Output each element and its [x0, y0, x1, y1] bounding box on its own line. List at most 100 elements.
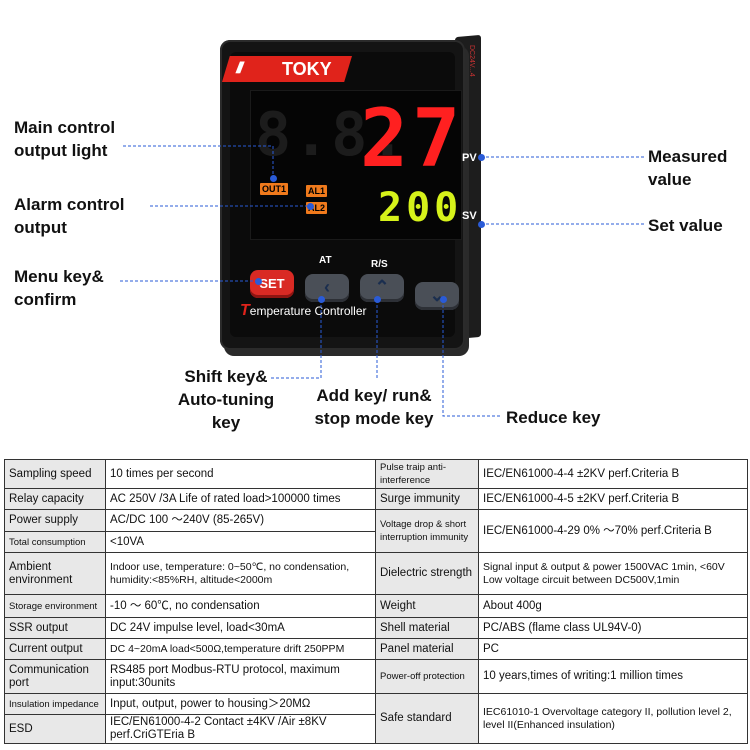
spec-value: 10 years,times of writing:1 million time…	[478, 659, 748, 694]
callout-set-value: Set value	[648, 216, 723, 235]
callout-alarm-line1: Alarm control	[14, 195, 125, 214]
spec-key: Pulse traip anti-interference	[375, 459, 479, 489]
table-row: Current output DC 4~20mA load<500Ω,tempe…	[4, 638, 748, 660]
spec-key: Relay capacity	[4, 488, 106, 510]
leader-lines	[120, 145, 645, 417]
leader-dot-shift	[318, 296, 325, 303]
spec-value: 10 times per second	[105, 459, 376, 489]
side-label: DC24V...4	[468, 45, 475, 77]
spec-key: Power supply	[4, 509, 106, 532]
callout-main-output-line1: Main control	[14, 118, 116, 137]
spec-key: Voltage drop & short interruption immuni…	[375, 509, 479, 553]
callout-main-output: Main control output light	[14, 116, 115, 162]
brand-name: TOKY	[282, 59, 332, 79]
callout-add-line1: Add key/ run&	[316, 386, 432, 405]
spec-value: DC 4~20mA load<500Ω,temperature drift 25…	[105, 638, 376, 660]
callout-measured-line1: Measured	[648, 147, 728, 166]
spec-value: IEC/EN61000-4-5 ±2KV perf.Criteria B	[478, 488, 748, 510]
spec-value: About 400g	[478, 594, 748, 618]
spec-key: Ambient environment	[4, 552, 106, 595]
leader-dot-set	[255, 278, 262, 285]
brand-logo	[222, 56, 352, 82]
rs-label: R/S	[371, 259, 388, 270]
pv-display: 27	[360, 92, 465, 185]
chevron-up-icon: ⌃	[374, 277, 390, 297]
add-button[interactable]: ⌃	[360, 274, 404, 302]
spec-key: Weight	[375, 594, 479, 618]
pv-label: PV	[462, 152, 477, 164]
callout-measured: Measured value	[648, 145, 727, 191]
leader-dot-sv	[478, 221, 485, 228]
al1-indicator: AL1	[306, 185, 328, 197]
callout-main-output-line2: output light	[14, 141, 108, 160]
callout-shift-line3: key	[211, 413, 241, 432]
spec-key: Storage environment	[4, 594, 106, 618]
spec-value: PC/ABS (flame class UL94V-0)	[478, 617, 748, 639]
callout-shift: Shift key& Auto-tuning key	[166, 365, 286, 434]
table-row: SSR output DC 24V impulse level, load<30…	[4, 617, 748, 639]
spec-value: -10 ～ 60℃, no condensation	[105, 594, 376, 618]
callout-menu-line1: Menu key&	[14, 267, 104, 286]
table-row: Insulation impedance Input, output, powe…	[4, 693, 748, 744]
spec-key: Safe standard	[375, 693, 479, 744]
spec-value: DC 24V impulse level, load<30mA	[105, 617, 376, 639]
spec-value: RS485 port Modbus-RTU protocol, maximum …	[105, 659, 376, 694]
spec-key: ESD	[4, 714, 106, 744]
leader-dot-main-output	[270, 175, 277, 182]
pv-ghost-digits: 8.8.	[255, 100, 408, 170]
out1-indicator: OUT1	[260, 183, 289, 195]
spec-key: Communication port	[4, 659, 106, 694]
spec-value: Indoor use, temperature: 0~50℃, no conde…	[105, 552, 376, 595]
spec-key: Dielectric strength	[375, 552, 479, 595]
spec-value: IEC/EN61000-4-2 Contact ±4KV /Air ±8KV p…	[105, 714, 376, 744]
chevron-left-icon: ‹	[324, 277, 330, 297]
panel-caption: Temperature Controller	[240, 302, 367, 320]
table-row: Relay capacity AC 250V /3A Life of rated…	[4, 488, 748, 510]
callout-add: Add key/ run& stop mode key	[300, 384, 448, 430]
leader-dot-reduce	[440, 296, 447, 303]
spec-value: IEC61010-1 Overvoltage category II, poll…	[478, 693, 748, 744]
callout-alarm: Alarm control output	[14, 193, 125, 239]
callout-add-line2: stop mode key	[314, 409, 434, 428]
table-row: Storage environment -10 ～ 60℃, no conden…	[4, 594, 748, 618]
spec-key: Surge immunity	[375, 488, 479, 510]
callout-reduce: Reduce key	[506, 408, 601, 427]
spec-value: IEC/EN61000-4-29 0% ～70% perf.Criteria B	[478, 509, 748, 553]
set-button[interactable]: SET	[250, 270, 294, 298]
callout-menu-line2: confirm	[14, 290, 77, 309]
leader-dot-pv	[478, 154, 485, 161]
spec-value: <10VA	[105, 531, 376, 553]
sv-display: 200	[378, 185, 463, 231]
spec-key: SSR output	[4, 617, 106, 639]
spec-key: Total consumption	[4, 531, 106, 553]
spec-value: Input, output, power to housing＞20MΩ	[105, 693, 376, 715]
callout-shift-line2: Auto-tuning	[177, 390, 275, 409]
spec-key: Shell material	[375, 617, 479, 639]
panel-caption-text: emperature Controller	[249, 304, 367, 318]
spec-value: Signal input & output & power 1500VAC 1m…	[478, 552, 748, 595]
callout-menu: Menu key& confirm	[14, 265, 104, 311]
spec-key: Panel material	[375, 638, 479, 660]
callout-shift-line1: Shift key&	[184, 367, 268, 386]
spec-key: Insulation impedance	[4, 693, 106, 715]
leader-dot-add	[374, 296, 381, 303]
panel-caption-initial: T	[240, 302, 250, 319]
table-row: Ambient environment Indoor use, temperat…	[4, 552, 748, 595]
callout-alarm-line2: output	[14, 218, 67, 237]
brand-logo-mark: ///	[236, 60, 244, 77]
table-row: Sampling speed 10 times per second Pulse…	[4, 459, 748, 489]
spec-key: Power-off protection	[375, 659, 479, 694]
spec-value: AC 250V /3A Life of rated load>100000 ti…	[105, 488, 376, 510]
spec-table: Sampling speed 10 times per second Pulse…	[4, 459, 748, 744]
table-row: Total consumption <10VA	[4, 531, 748, 553]
table-row: Power supply AC/DC 100 ～240V (85-265V) V…	[4, 509, 748, 553]
shift-button[interactable]: ‹	[305, 274, 349, 302]
display-screen	[250, 90, 462, 240]
spec-key: Sampling speed	[4, 459, 106, 489]
at-label: AT	[319, 255, 332, 266]
spec-value: IEC/EN61000-4-4 ±2KV perf.Criteria B	[478, 459, 748, 489]
table-row: Communication port RS485 port Modbus-RTU…	[4, 659, 748, 694]
callout-measured-line2: value	[648, 170, 692, 189]
spec-key: Current output	[4, 638, 106, 660]
leader-dot-alarm	[307, 203, 314, 210]
